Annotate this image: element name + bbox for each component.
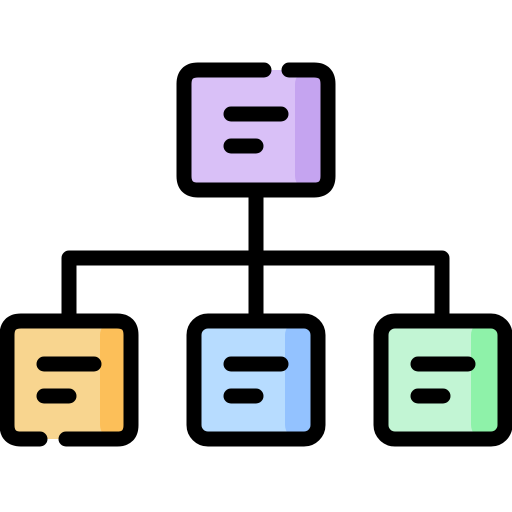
middle-node-text-lines-icon — [223, 356, 289, 404]
right-node-text-lines-icon — [410, 356, 476, 404]
left-node-shade — [100, 321, 131, 439]
right-node-shade — [471, 321, 505, 439]
top-node-text-lines-icon — [223, 106, 289, 154]
middle-node — [186, 313, 326, 447]
left-node-outline — [0, 313, 139, 447]
middle-node-shade — [285, 321, 318, 439]
right-node-outline — [373, 313, 512, 447]
top-node — [176, 62, 336, 198]
connector-lines — [61, 188, 450, 329]
branch-connector — [61, 250, 450, 329]
left-node-text-lines-icon — [36, 356, 102, 404]
top-node-shade — [295, 70, 328, 190]
right-node — [373, 313, 512, 447]
left-node — [0, 313, 139, 447]
top-node-fill — [184, 70, 328, 190]
top-node-outline — [176, 62, 336, 198]
middle-node-outline — [186, 313, 326, 447]
